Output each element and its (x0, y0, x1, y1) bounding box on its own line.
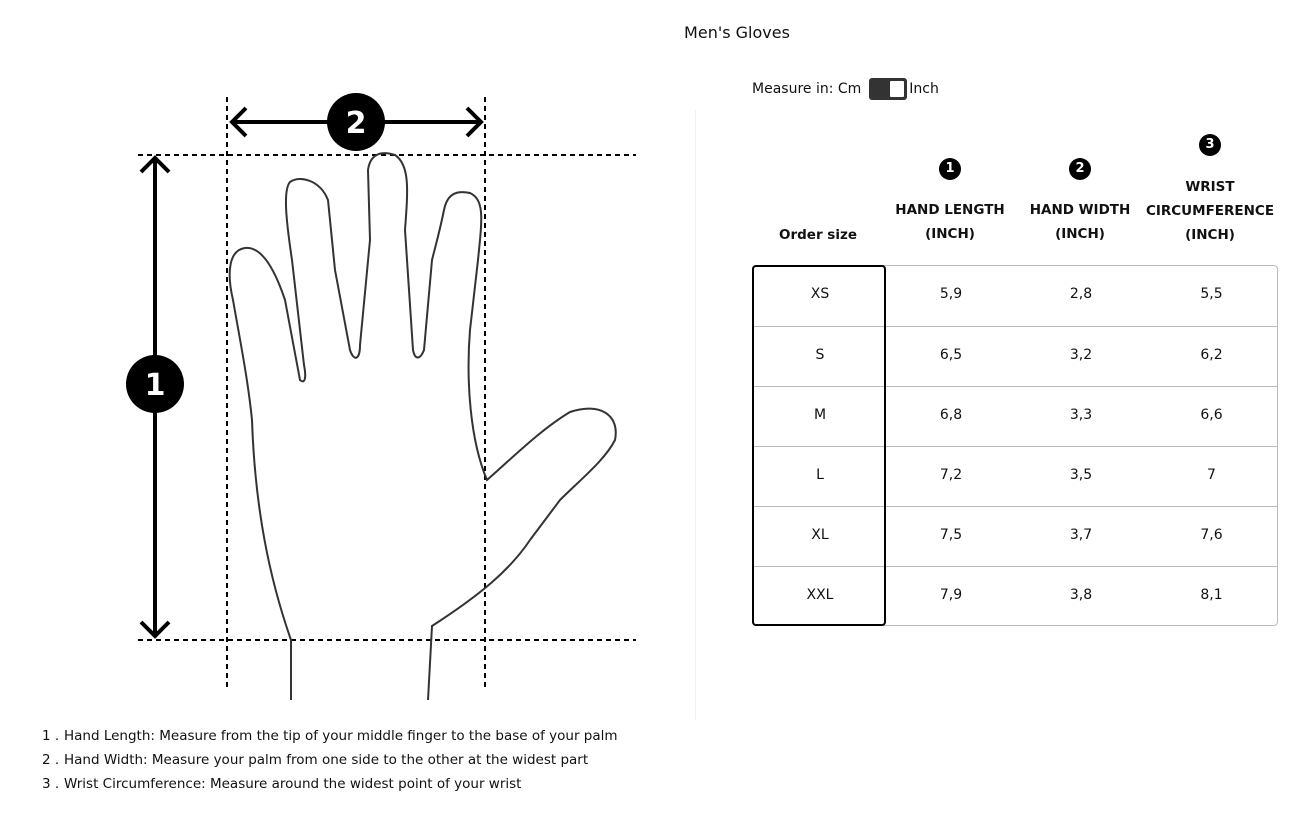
hand-width-cell: 3,8 (1069, 587, 1093, 603)
instruction-item: 2 .Hand Width: Measure your palm from on… (42, 752, 589, 768)
badge-3: 3 (1199, 134, 1221, 156)
hand-length-cell: 6,8 (939, 407, 963, 423)
table-row: S 6,5 3,2 6,2 (754, 326, 1277, 387)
wrist-cell: 7 (1207, 467, 1216, 483)
header-wrist-circumference: 3 WRIST CIRCUMFERENCE (INCH) (1140, 132, 1280, 247)
hand-length-cell: 6,5 (939, 347, 963, 363)
hand-width-cell: 2,8 (1069, 286, 1093, 302)
table-row: XXL 7,9 3,8 8,1 (754, 566, 1277, 627)
header-order-size: Order size (779, 227, 857, 243)
wrist-cell: 8,1 (1200, 587, 1223, 603)
table-row: M 6,8 3,3 6,6 (754, 386, 1277, 447)
marker-2: 2 (327, 93, 385, 151)
wrist-cell: 5,5 (1200, 286, 1223, 302)
hand-length-cell: 7,5 (939, 527, 963, 543)
header-hand-length: 1 HAND LENGTH (INCH) (885, 156, 1015, 246)
page-title: Men's Gloves (684, 23, 790, 42)
hand-length-cell: 5,9 (939, 286, 963, 302)
divider (695, 110, 696, 720)
unit-label-cm: Measure in: Cm (752, 81, 862, 97)
hand-measurement-diagram: 1 2 (126, 93, 636, 701)
size-cell: L (816, 467, 824, 483)
header-hand-width: 2 HAND WIDTH (INCH) (1015, 156, 1145, 246)
badge-1: 1 (939, 158, 961, 180)
wrist-cell: 6,2 (1200, 347, 1223, 363)
svg-text:2: 2 (346, 106, 367, 141)
hand-width-cell: 3,5 (1069, 467, 1093, 483)
table-row: XL 7,5 3,7 7,6 (754, 506, 1277, 567)
size-cell: S (815, 347, 825, 363)
unit-label-inch: Inch (909, 81, 939, 97)
hand-length-cell: 7,2 (939, 467, 963, 483)
wrist-cell: 7,6 (1200, 527, 1223, 543)
hand-width-cell: 3,2 (1069, 347, 1093, 363)
hand-width-cell: 3,3 (1069, 407, 1093, 423)
table-row: L 7,2 3,5 7 (754, 446, 1277, 507)
unit-selector: Measure in: Cm Inch (752, 78, 939, 100)
instruction-item: 1 .Hand Length: Measure from the tip of … (42, 728, 618, 744)
svg-text:1: 1 (145, 368, 166, 403)
badge-2: 2 (1069, 158, 1091, 180)
toggle-knob (890, 81, 905, 97)
wrist-cell: 6,6 (1200, 407, 1223, 423)
size-cell: XS (810, 286, 830, 302)
table-row: XS 5,9 2,8 5,5 (754, 266, 1277, 326)
hand-length-cell: 7,9 (939, 587, 963, 603)
marker-1: 1 (126, 355, 184, 413)
size-cell: XXL (806, 587, 834, 603)
measurement-instructions: 1 .Hand Length: Measure from the tip of … (42, 724, 618, 796)
size-cell: XL (811, 527, 829, 543)
unit-toggle[interactable] (869, 78, 908, 100)
guide-lines (138, 97, 636, 690)
size-cell: M (813, 407, 827, 423)
hand-outline (228, 152, 617, 701)
instruction-item: 3 .Wrist Circumference: Measure around t… (42, 776, 522, 792)
order-size-column-highlight (752, 265, 886, 626)
hand-width-cell: 3,7 (1069, 527, 1093, 543)
